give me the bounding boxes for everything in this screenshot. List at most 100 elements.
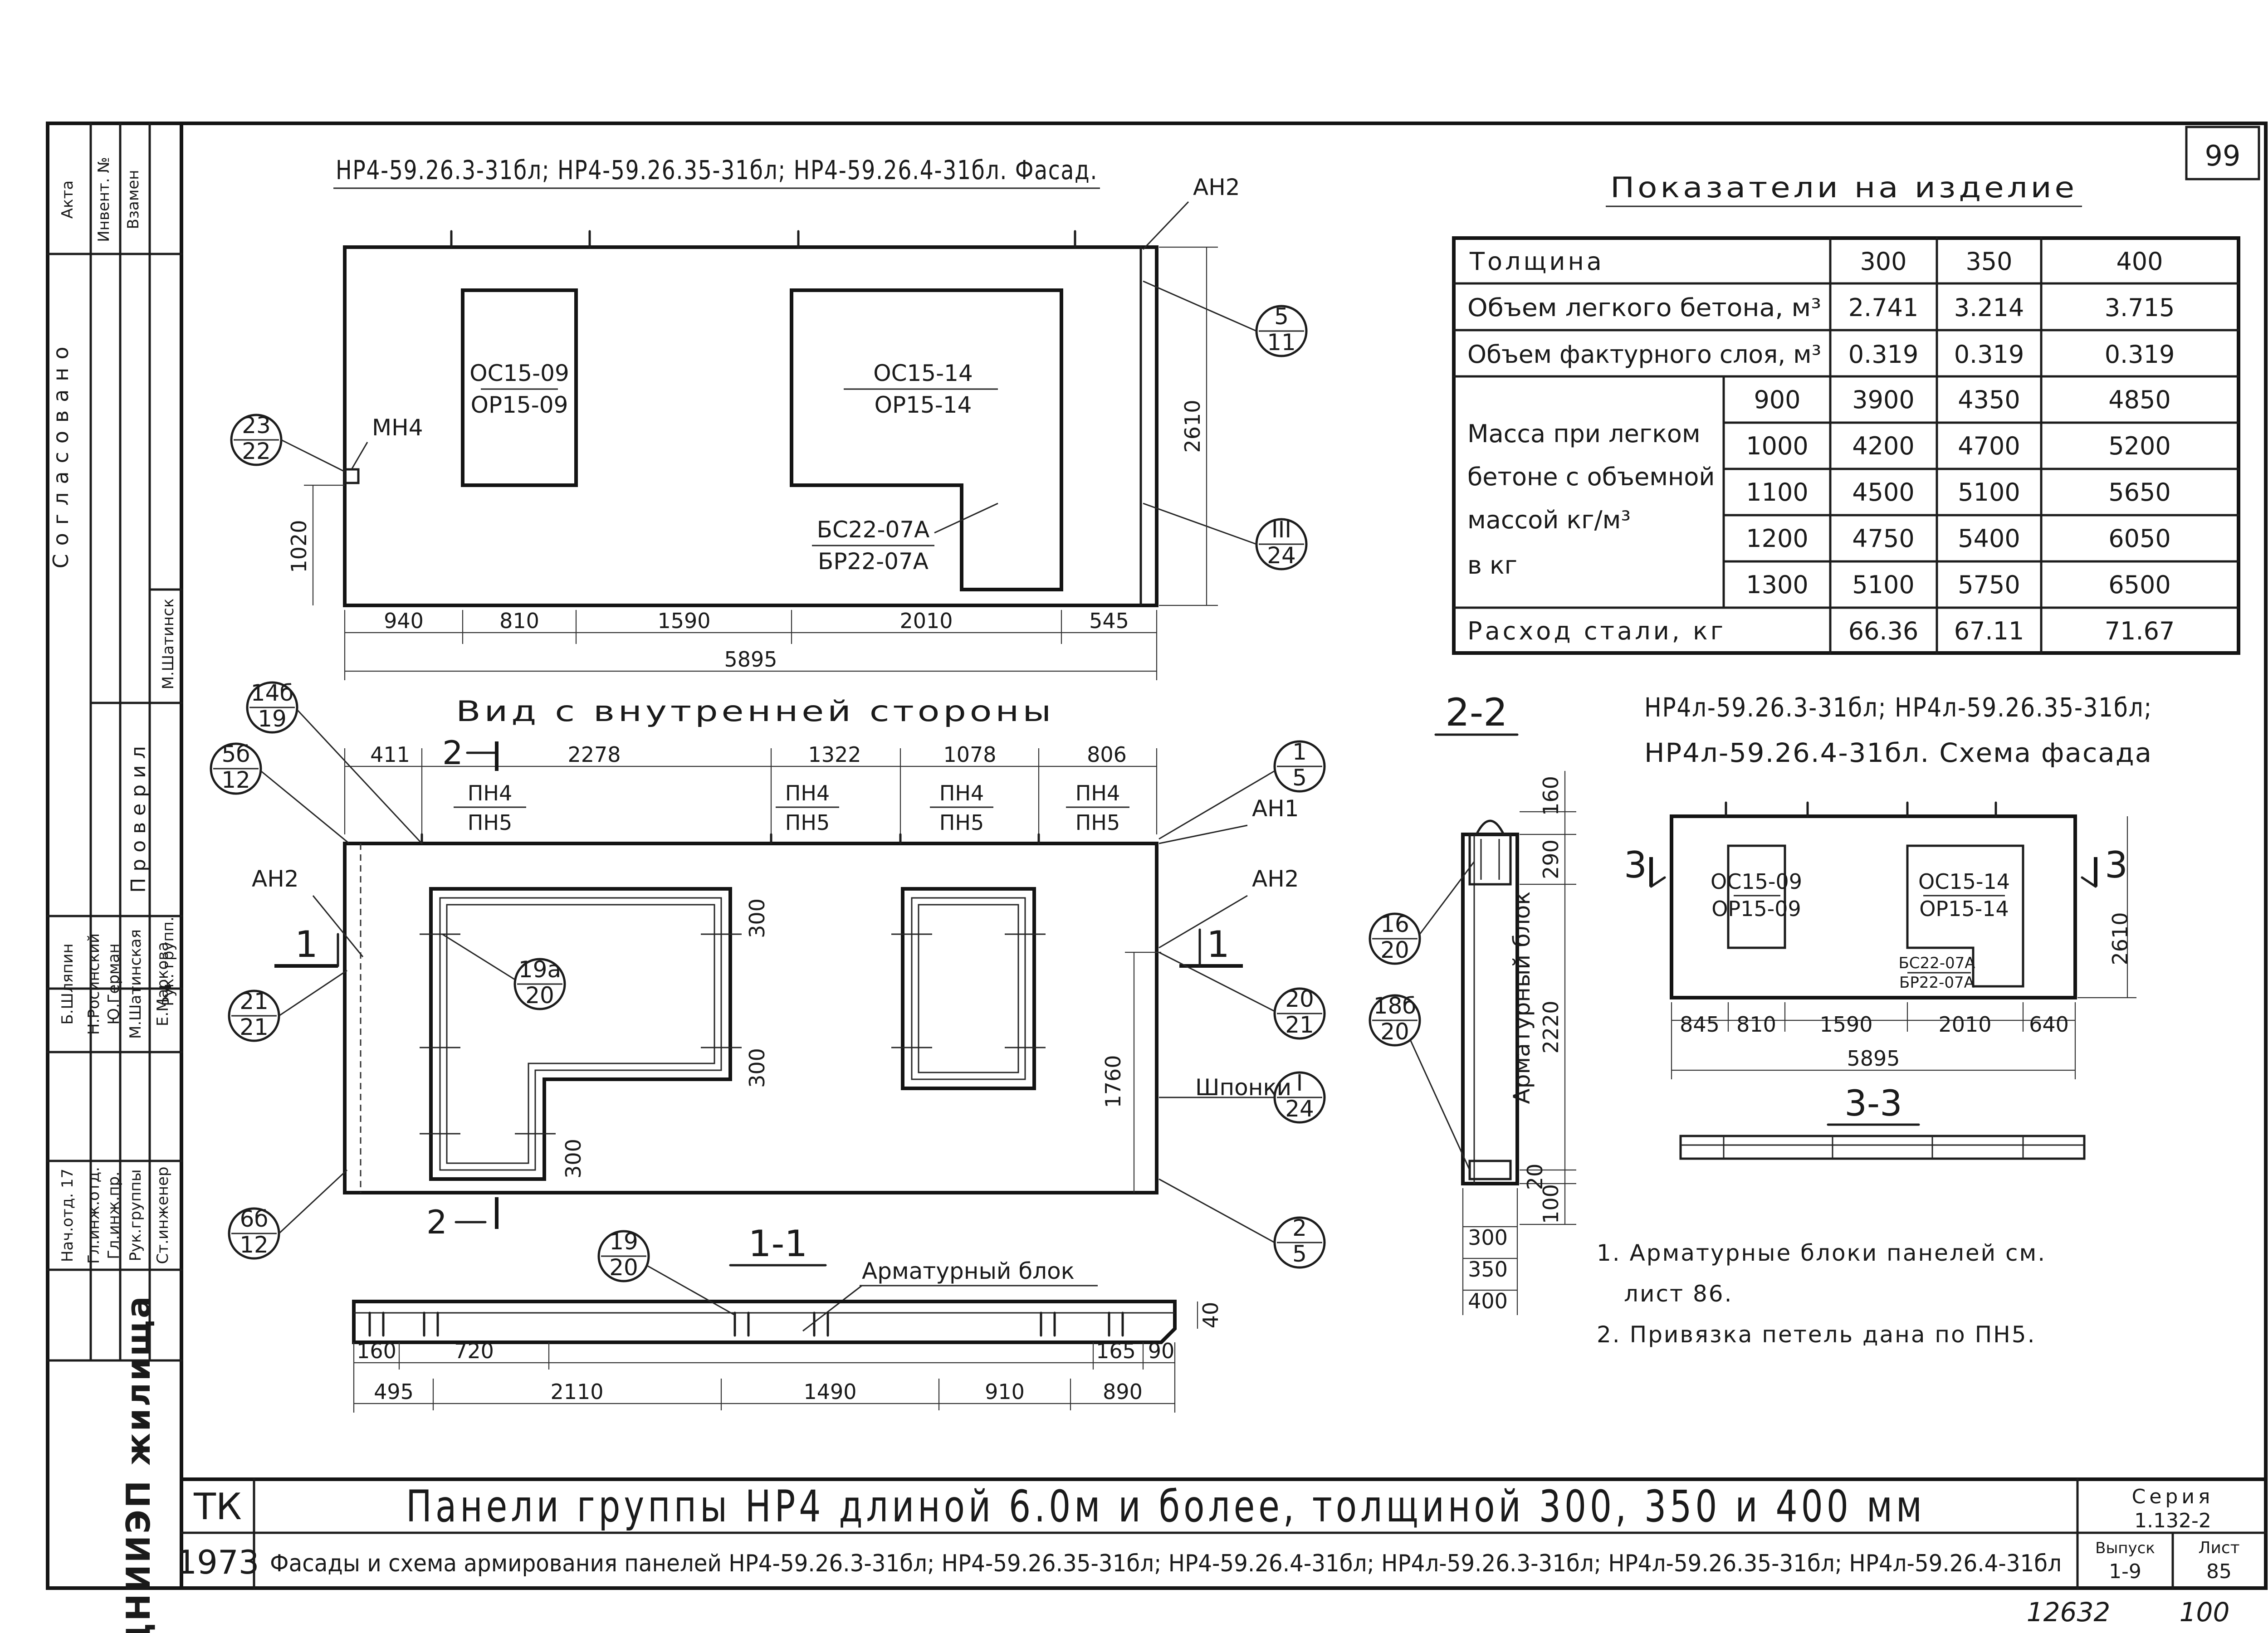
facade-panel-outline xyxy=(343,245,1158,607)
section-marker-2-bottom: 2 xyxy=(426,1197,499,1241)
svg-text:1078: 1078 xyxy=(943,742,996,767)
svg-text:2610: 2610 xyxy=(2108,912,2132,965)
svg-text:1490: 1490 xyxy=(803,1380,856,1404)
scheme-dimensions xyxy=(1671,1002,2076,1079)
section-3-3-label: 3-3 xyxy=(1844,1083,1902,1124)
svg-text:Гл.инж.пр.: Гл.инж.пр. xyxy=(105,1171,123,1259)
svg-text:21: 21 xyxy=(240,988,269,1014)
svg-text:19: 19 xyxy=(609,1228,638,1255)
svg-text:2-2: 2-2 xyxy=(1445,690,1507,735)
svg-text:350: 350 xyxy=(1965,247,2012,276)
stamp-row-3: Гл.инж.пр. Ю.Герман xyxy=(105,943,123,1259)
svg-text:21: 21 xyxy=(1285,1012,1314,1038)
side-stamp-agreed: Согласовано xyxy=(49,339,73,569)
svg-text:0.319: 0.319 xyxy=(1848,340,1919,369)
side-stamp: Акта Инвент. № Взамен Согласовано Провер… xyxy=(46,122,183,1633)
svg-text:АН2: АН2 xyxy=(252,866,299,892)
svg-text:290: 290 xyxy=(1539,839,1563,879)
inner-callout-20-21: 20 21 xyxy=(1158,951,1326,1040)
svg-text:806: 806 xyxy=(1087,742,1127,767)
svg-text:массой кг/м³: массой кг/м³ xyxy=(1467,506,1631,534)
scheme-facade: НР4л-59.26.3-31бл; НР4л-59.26.35-31бл; Н… xyxy=(1624,692,2151,1160)
section-2-2-dims xyxy=(1462,771,1576,1315)
svg-text:Серия: Серия xyxy=(2132,1485,2214,1508)
svg-text:Толщина: Толщина xyxy=(1469,247,1604,276)
reinforcement-ties xyxy=(420,933,1046,1135)
indicators-table: Показатели на изделие Толщина 300 350 40… xyxy=(1452,171,2240,655)
svg-text:Н.Росинский: Н.Росинский xyxy=(85,933,103,1035)
svg-text:4750: 4750 xyxy=(1852,524,1914,553)
svg-text:5200: 5200 xyxy=(2108,432,2170,460)
svg-text:4700: 4700 xyxy=(1958,432,2020,460)
svg-text:99: 99 xyxy=(2205,139,2241,172)
svg-text:20: 20 xyxy=(1523,1164,1547,1190)
svg-text:1-9: 1-9 xyxy=(2109,1560,2141,1583)
svg-text:940: 940 xyxy=(384,609,424,633)
bottom-note-a: 12632 xyxy=(2027,1597,2111,1628)
facade-heading: НР4-59.26.3-31бл; НР4-59.26.35-31бл; НР4… xyxy=(336,155,1098,185)
svg-text:20: 20 xyxy=(609,1254,638,1281)
section-marker-2-top: 2 xyxy=(442,734,499,772)
svg-text:I: I xyxy=(1296,1070,1303,1096)
svg-text:ОР15-09: ОР15-09 xyxy=(471,392,568,418)
note-1: 1. Арматурные блоки панелей см. xyxy=(1597,1240,2046,1266)
svg-text:Ст.инженер: Ст.инженер xyxy=(154,1167,172,1264)
svg-text:2220: 2220 xyxy=(1539,1000,1563,1053)
svg-text:1020: 1020 xyxy=(287,520,311,573)
svg-text:Арматурный блок: Арматурный блок xyxy=(1509,892,1535,1104)
svg-text:Инвент. №: Инвент. № xyxy=(95,157,113,242)
svg-text:2: 2 xyxy=(426,1203,447,1241)
svg-text:АН1: АН1 xyxy=(1252,795,1299,822)
svg-text:900: 900 xyxy=(1754,385,1800,414)
svg-text:22: 22 xyxy=(242,438,271,464)
stamp-row-5: Ст.инженер Е.Маркова xyxy=(154,942,172,1264)
svg-text:100: 100 xyxy=(1539,1184,1563,1224)
svg-text:85: 85 xyxy=(2206,1560,2232,1583)
svg-text:Нач.отд. 17: Нач.отд. 17 xyxy=(59,1169,77,1262)
svg-text:545: 545 xyxy=(1089,609,1129,633)
title-block: ТК 1973 Панели группы НР4 длиной 6.0м и … xyxy=(176,1481,2239,1628)
svg-text:1: 1 xyxy=(295,923,318,965)
svg-text:810: 810 xyxy=(1736,1012,1776,1037)
svg-text:0.319: 0.319 xyxy=(2105,340,2175,369)
svg-text:ОР15-14: ОР15-14 xyxy=(875,392,972,418)
svg-text:4200: 4200 xyxy=(1852,432,1914,460)
svg-text:20: 20 xyxy=(1380,1019,1409,1045)
inner-callout-5b-12: 5б 12 xyxy=(210,741,350,844)
svg-text:11: 11 xyxy=(1267,329,1296,356)
sheet-title: Панели группы НР4 длиной 6.0м и более, т… xyxy=(406,1481,1926,1532)
inner-callout-21-21: 21 21 xyxy=(228,970,347,1042)
section-3-3-body xyxy=(1679,1135,2086,1160)
svg-text:1590: 1590 xyxy=(657,609,710,633)
svg-text:ОС15-14: ОС15-14 xyxy=(1918,869,2010,894)
svg-text:300: 300 xyxy=(745,1048,769,1088)
mass-row-1000: 1000 4200 4700 5200 xyxy=(1746,432,2170,460)
note-2: 2. Привязка петель дана по ПН5. xyxy=(1597,1321,2036,1348)
svg-text:ОС15-09: ОС15-09 xyxy=(469,360,569,386)
section-1-1-blocks xyxy=(368,1311,1124,1337)
svg-text:2010: 2010 xyxy=(1938,1012,1991,1037)
facade-window-door xyxy=(790,288,1063,591)
inner-callout-2-5: 2 5 xyxy=(1158,1178,1326,1269)
svg-text:Рук. групп.: Рук. групп. xyxy=(159,916,177,1006)
svg-text:БР22-07А: БР22-07А xyxy=(818,548,929,575)
svg-text:24: 24 xyxy=(1285,1096,1314,1122)
svg-text:5б: 5б xyxy=(222,741,250,767)
inner-callout-19a-20: 19а 20 xyxy=(442,933,566,1010)
inner-view-heading: Вид с внутренней стороны xyxy=(456,695,1055,728)
section-1-1-dims-top xyxy=(353,1302,1198,1413)
svg-text:3.214: 3.214 xyxy=(1954,293,2024,322)
svg-text:810: 810 xyxy=(499,609,539,633)
svg-text:5: 5 xyxy=(1292,1241,1307,1267)
indicators-heading: Показатели на изделие xyxy=(1610,171,2077,204)
svg-text:5100: 5100 xyxy=(1852,570,1914,599)
svg-text:2.741: 2.741 xyxy=(1848,293,1919,322)
inner-opening-door xyxy=(429,887,732,1181)
svg-text:1322: 1322 xyxy=(808,742,861,767)
svg-text:890: 890 xyxy=(1103,1380,1143,1404)
side-stamp-checked: Проверил xyxy=(127,740,150,893)
svg-text:1000: 1000 xyxy=(1746,432,1808,460)
svg-text:Ю.Герман: Ю.Герман xyxy=(105,943,123,1024)
svg-text:1760: 1760 xyxy=(1101,1055,1125,1108)
svg-text:Б.Шляпин: Б.Шляпин xyxy=(59,943,77,1024)
